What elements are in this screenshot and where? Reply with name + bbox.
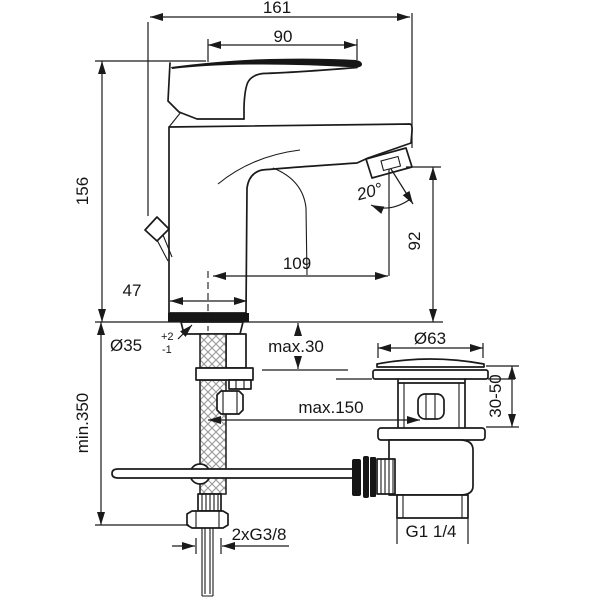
dimension-lines: [97, 13, 516, 550]
mounting-nut-facets: [222, 391, 238, 414]
label-spout-reach: 109: [283, 254, 311, 273]
label-body-height: 156: [73, 177, 92, 205]
spray-angle-arc: [370, 199, 410, 214]
label-spout-height: 92: [405, 232, 424, 251]
supply-pipe: [201, 528, 214, 597]
label-waste-height-range: 30-50: [486, 374, 505, 417]
waste-drain-group: [352, 358, 489, 519]
pull-rod-knob: [144, 216, 170, 242]
handle-base-edge: [168, 111, 182, 128]
spray-angle-line: [390, 168, 414, 205]
aerator-inner: [380, 155, 402, 172]
label-spray-angle: 20°: [354, 179, 385, 204]
label-waste-thread: G1 1/4: [405, 522, 456, 541]
hose-nut: [186, 510, 229, 529]
handle-base: [167, 62, 245, 120]
waste-lower-flange: [377, 427, 486, 441]
waste-lower-body: [388, 439, 474, 496]
waste-tailpiece-inner: [402, 495, 463, 518]
hole-diameter-leader: [177, 324, 193, 340]
under-counter-group: [111, 333, 354, 597]
rod-collar-threads: [380, 459, 394, 494]
faucet-shank-plate: [180, 321, 244, 335]
rod-ball-joint-3: [370, 457, 376, 497]
mounting-washer: [195, 367, 254, 381]
pop-up-rod: [111, 468, 354, 479]
lever-handle-top: [171, 58, 362, 69]
label-hole-tol-minus: -1: [162, 344, 172, 356]
label-min-clearance: min.350: [73, 393, 92, 453]
mounting-nut: [216, 390, 244, 415]
hose-nut-facets: [195, 511, 220, 528]
waste-tailpiece: [396, 494, 469, 519]
label-hole-diameter: Ø35: [110, 336, 142, 355]
overflow-slot-ribs: [425, 394, 436, 419]
label-base-depth: 47: [123, 281, 142, 300]
body-contour-line-2: [272, 167, 308, 276]
label-waste-flange: Ø63: [414, 329, 446, 348]
rod-ball-joint-2: [363, 456, 369, 498]
overflow-slot: [417, 393, 445, 420]
dimension-labels: 161 90 156 47 109 92 20° Ø35 +2 -1 max.3…: [73, 0, 505, 544]
label-supply-thread: 2xG3/8: [232, 525, 287, 544]
label-handle-length: 90: [274, 27, 293, 46]
label-total-width: 161: [263, 0, 291, 17]
lever-underside: [243, 66, 358, 120]
faucet-body-outline: [168, 123, 413, 314]
body-contour-line: [217, 149, 301, 185]
rod-collar: [376, 458, 396, 495]
mounting-clamp: [228, 379, 252, 390]
mounting-clamp-ticks: [235, 380, 245, 389]
pull-rod-knob-stem: [156, 234, 173, 262]
hose-nipple-threads: [201, 494, 219, 511]
extension-lines: [95, 13, 519, 554]
label-hole-tol-plus: +2: [161, 331, 174, 343]
rod-ball-joint-1: [352, 459, 361, 496]
label-rod-max: max.150: [298, 398, 363, 417]
supply-hose-upper: [199, 333, 227, 369]
waste-top-flange: [372, 369, 489, 380]
label-counter-max: max.30: [268, 337, 324, 356]
pull-rod-tube: [225, 333, 247, 369]
waste-plug-cap: [376, 358, 485, 368]
